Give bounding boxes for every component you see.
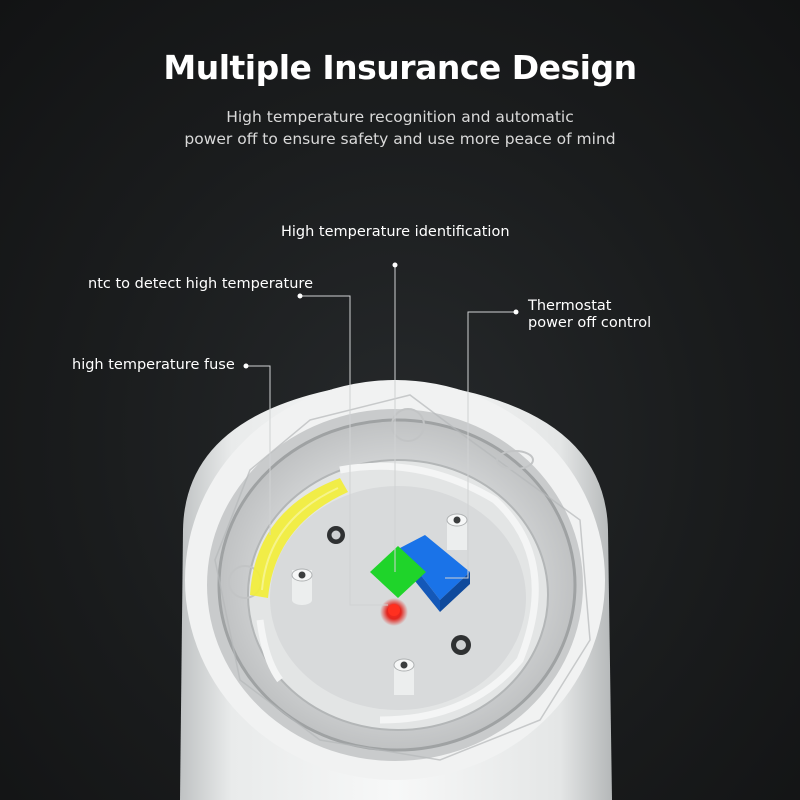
callout-leaders [246,265,516,606]
callout-ntc-detect: ntc to detect high temperature [88,276,313,292]
ntc-highlight [380,598,408,626]
callout-thermostat-line-2: power off control [528,315,652,331]
callout-high-temperature-identification: High temperature identification [281,224,510,240]
identification-highlight [370,546,426,598]
callout-high-temperature-fuse: high temperature fuse [72,357,235,373]
callout-dots [243,262,519,369]
subtitle-line-1: High temperature recognition and automat… [226,108,574,126]
subtitle-line-2: power off to ensure safety and use more … [184,130,616,148]
callout-thermostat-line-1: Thermostat [528,298,612,314]
page-title: Multiple Insurance Design [163,48,637,87]
screw-posts [291,513,471,695]
fuse-highlight [250,478,348,598]
